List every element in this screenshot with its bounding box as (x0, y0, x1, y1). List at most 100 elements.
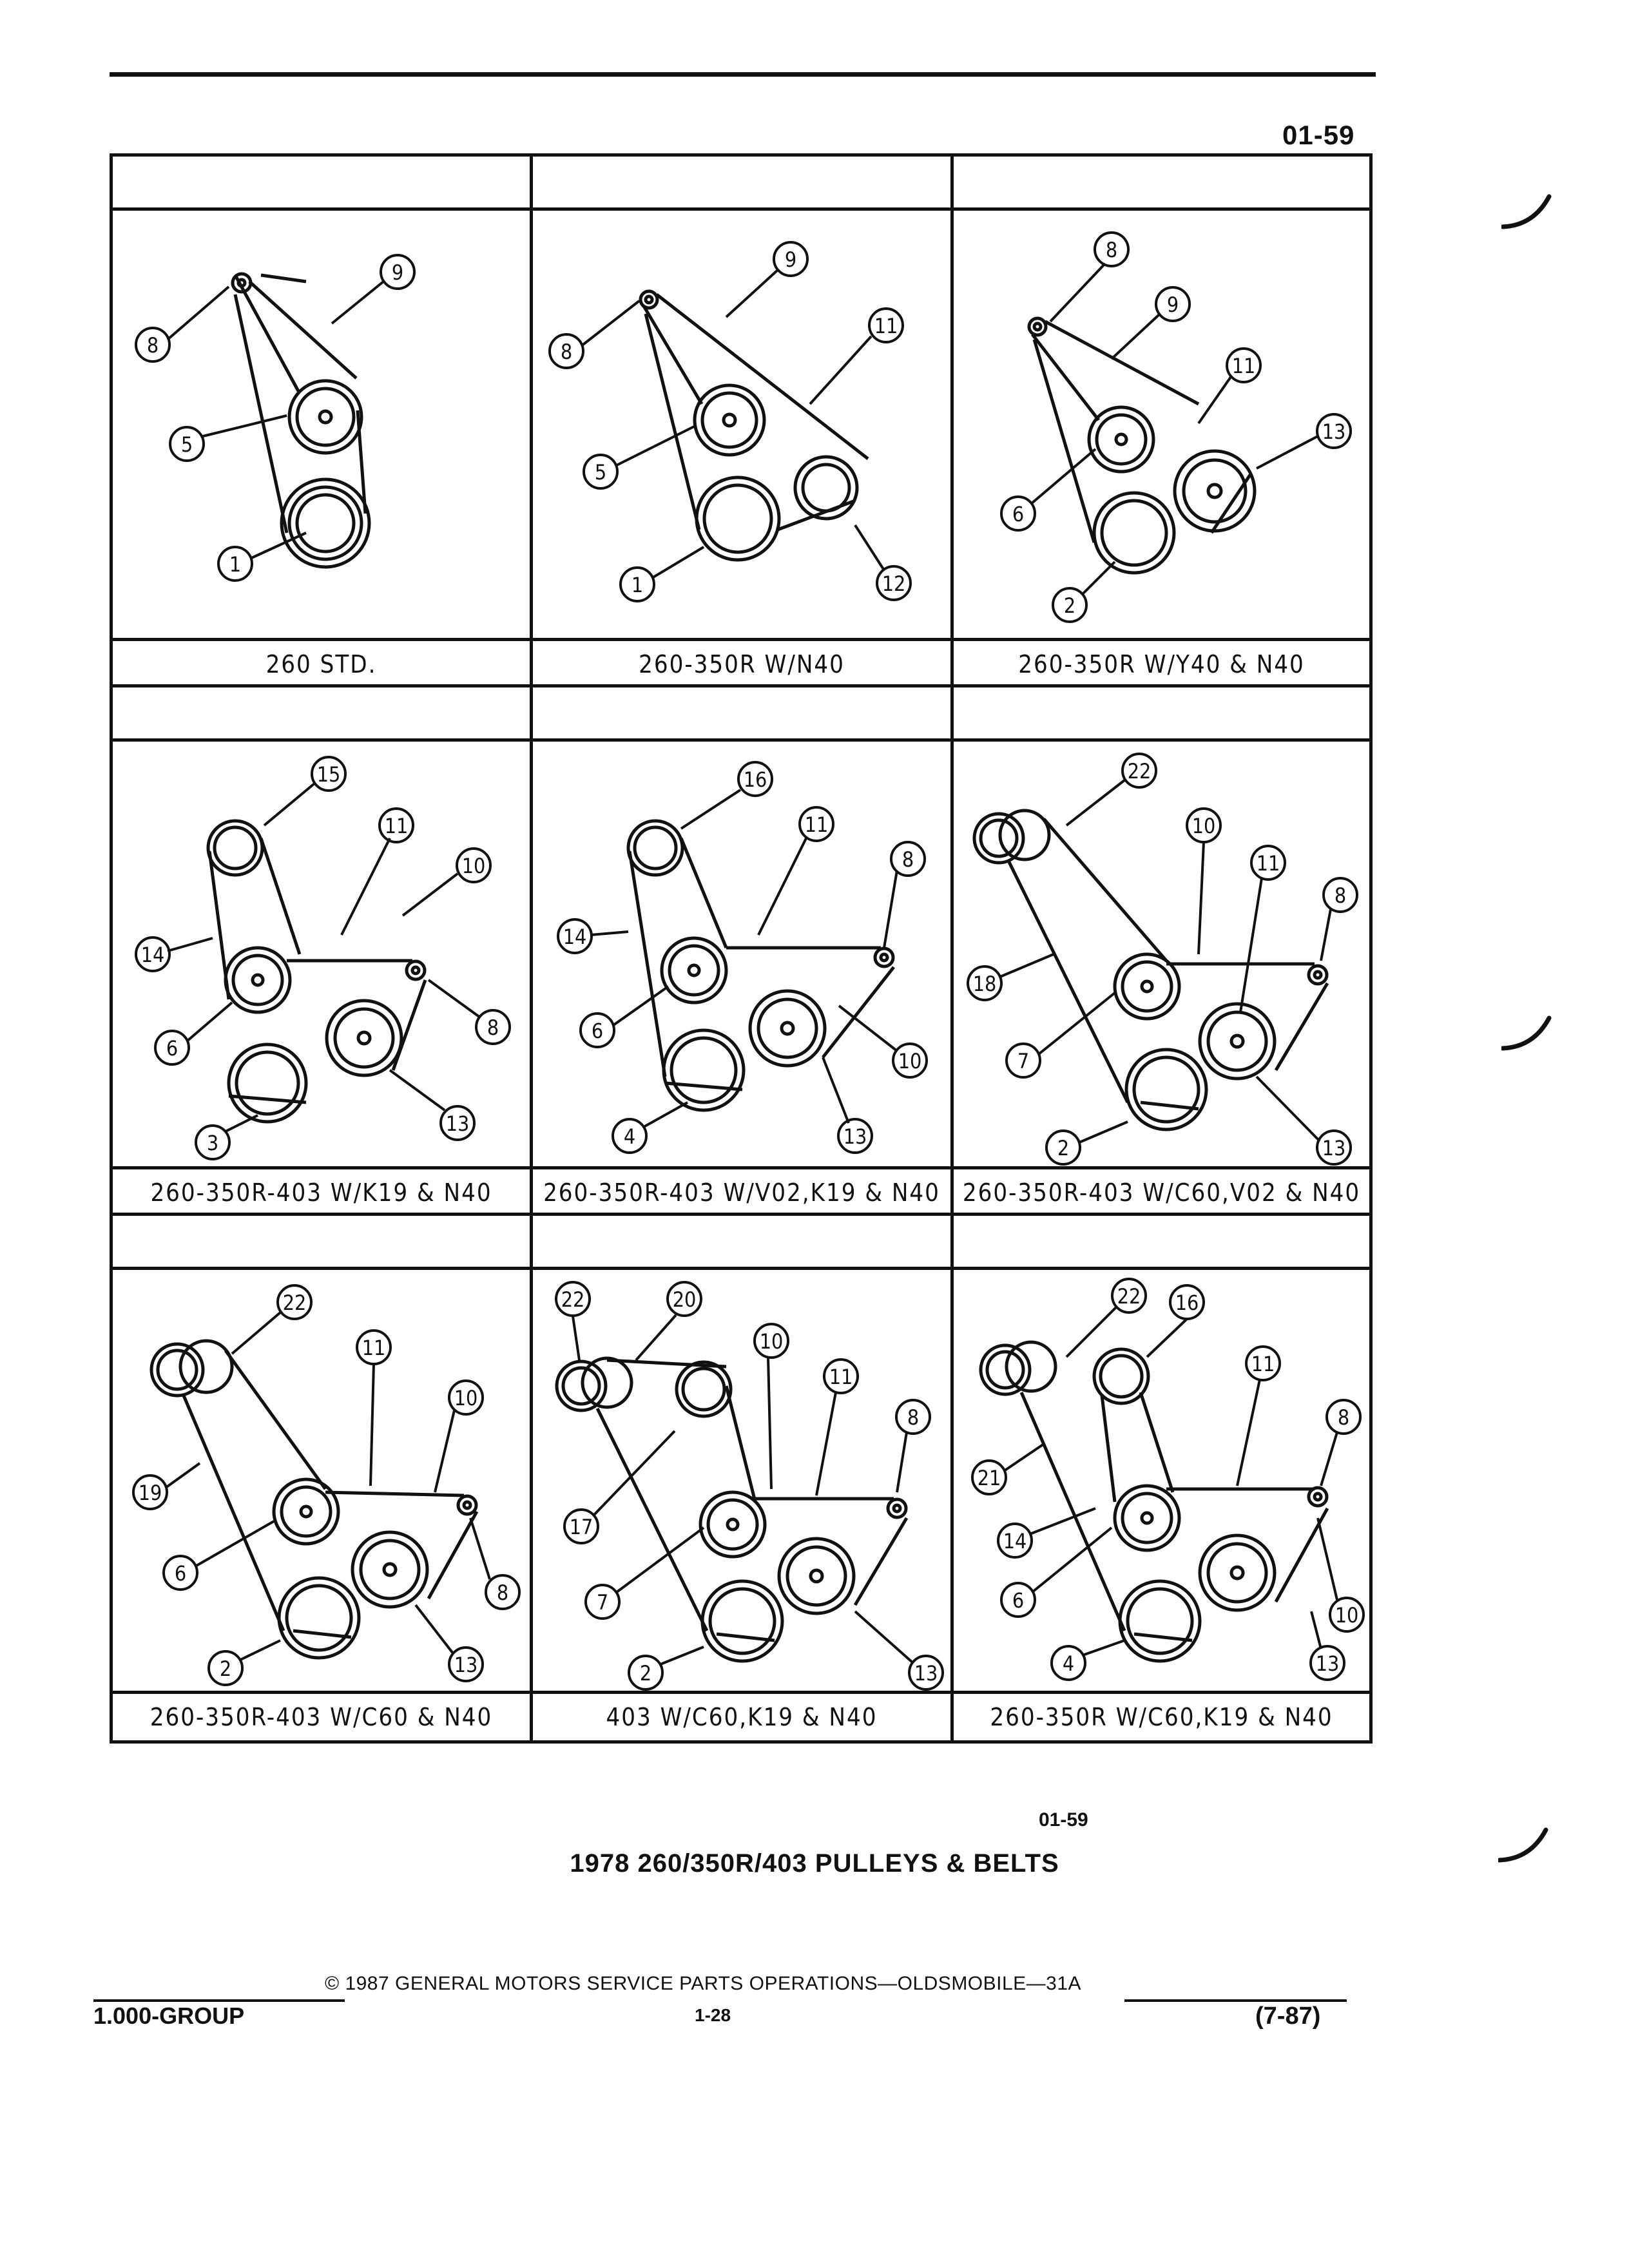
belt-diagram: 9 8 5 1 (113, 211, 530, 635)
callout-label: 5 (595, 460, 606, 485)
callout-label: 13 (454, 1653, 478, 1677)
callout-label: 19 (139, 1481, 162, 1505)
cell-header (113, 157, 530, 211)
diagram-caption: 260-350R-403 W/C60,V02 & N40 (954, 1166, 1369, 1216)
callout-label: 7 (597, 1590, 608, 1615)
cell-header (113, 687, 530, 742)
callout-label: 8 (1335, 883, 1346, 908)
binder-mark-1 (1501, 194, 1552, 229)
callout-label: 8 (1106, 238, 1117, 262)
callout-label: 13 (1322, 1136, 1346, 1160)
callout-label: 11 (829, 1365, 853, 1389)
diagram-caption: 260-350R W/Y40 & N40 (954, 638, 1369, 687)
page-number: 1-28 (695, 2005, 731, 2025)
callout-label: 13 (914, 1661, 938, 1686)
diagram-caption: 260-350R W/C60,K19 & N40 (954, 1691, 1369, 1740)
belt-diagram: 22 16 11 8 21 14 6 10 4 13 (954, 1270, 1369, 1695)
page-code-top: 01-59 (1282, 120, 1355, 150)
callout-label: 17 (570, 1515, 593, 1539)
diagram-cell-1: 9 8 5 1 260 STD. (113, 157, 533, 687)
callout-label: 2 (220, 1657, 231, 1681)
callout-label: 9 (392, 260, 403, 285)
callout-label: 15 (317, 762, 341, 787)
cell-header (533, 157, 950, 211)
callout-label: 1 (229, 552, 241, 577)
callout-label: 20 (673, 1287, 697, 1312)
callout-label: 18 (973, 972, 997, 996)
diagram-cell-3: 8 9 11 13 6 2 260-350R W/Y40 & N40 (954, 157, 1369, 687)
callout-label: 10 (1335, 1603, 1359, 1628)
diagram-caption: 260-350R-403 W/K19 & N40 (113, 1166, 530, 1216)
callout-label: 11 (1257, 851, 1280, 876)
callout-label: 22 (561, 1287, 585, 1312)
diagram-cell-4: 15 11 10 14 6 8 3 13 260-350R-403 W/K19 … (113, 687, 533, 1216)
callout-label: 9 (1167, 293, 1179, 317)
callout-label: 22 (283, 1291, 307, 1315)
callout-label: 13 (446, 1111, 470, 1136)
callout-label: 8 (497, 1581, 508, 1605)
callout-label: 22 (1128, 759, 1152, 783)
callout-label: 9 (785, 247, 796, 272)
cell-header (533, 687, 950, 742)
belt-diagram: 15 11 10 14 6 8 3 13 (113, 742, 530, 1166)
page-title: 1978 260/350R/403 PULLEYS & BELTS (570, 1849, 1059, 1878)
callout-label: 5 (181, 432, 193, 457)
callout-label: 10 (1192, 814, 1216, 838)
cell-header (113, 1216, 530, 1270)
diagram-cell-7: 22 11 10 19 6 8 2 13 260-350R-403 W/C60 … (113, 1216, 533, 1740)
cell-header (954, 1216, 1369, 1270)
callout-label: 22 (1117, 1284, 1141, 1309)
callout-label: 2 (640, 1661, 651, 1686)
callout-label: 10 (454, 1386, 478, 1410)
callout-label: 13 (1316, 1651, 1340, 1676)
footer-rule-right (1124, 1999, 1347, 2002)
callout-label: 6 (1012, 1588, 1024, 1613)
belt-diagram: 22 20 10 11 8 17 7 2 13 (533, 1270, 950, 1695)
diagram-caption: 260-350R-403 W/V02,K19 & N40 (533, 1166, 950, 1216)
cell-header (533, 1216, 950, 1270)
belt-diagram: 22 11 10 19 6 8 2 13 (113, 1270, 530, 1695)
diagram-cell-8: 22 20 10 11 8 17 7 2 13 403 W/C60,K19 & … (533, 1216, 954, 1740)
callout-label: 8 (907, 1405, 919, 1430)
callout-label: 11 (385, 814, 409, 838)
callout-label: 13 (843, 1124, 867, 1149)
callout-label: 10 (760, 1329, 784, 1354)
callout-label: 8 (487, 1015, 499, 1040)
callout-label: 6 (166, 1036, 178, 1061)
callout-label: 8 (561, 340, 572, 364)
callout-label: 11 (1251, 1352, 1275, 1376)
callout-label: 10 (462, 854, 486, 878)
callout-label: 11 (874, 314, 898, 338)
callout-label: 16 (1175, 1291, 1199, 1315)
callout-label: 3 (207, 1131, 218, 1155)
callout-label: 4 (1063, 1651, 1074, 1676)
row-divider (113, 1213, 1369, 1216)
belt-diagram: 22 10 11 8 18 7 2 13 (954, 742, 1369, 1166)
callout-label: 13 (1322, 419, 1346, 444)
diagram-caption: 403 W/C60,K19 & N40 (533, 1691, 950, 1740)
belt-diagram: 16 11 8 14 6 10 4 13 (533, 742, 950, 1166)
diagram-cell-2: 9 11 8 5 1 12 260-350R W/N40 (533, 157, 954, 687)
callout-label: 11 (1232, 354, 1256, 378)
top-rule (110, 72, 1376, 77)
callout-label: 14 (1003, 1529, 1027, 1553)
footer-rule-left (93, 1999, 345, 2002)
callout-label: 16 (744, 767, 767, 792)
callout-label: 6 (175, 1561, 186, 1586)
diagram-cell-5: 16 11 8 14 6 10 4 13 260-350R-403 W/V02,… (533, 687, 954, 1216)
diagram-grid: 9 8 5 1 260 STD. 9 11 8 5 1 (110, 153, 1373, 1744)
callout-label: 11 (362, 1336, 386, 1360)
diagram-cell-9: 22 16 11 8 21 14 6 10 4 13 260-350R W/C6… (954, 1216, 1369, 1740)
cell-header (954, 687, 1369, 742)
page-code-bottom: 01-59 (1039, 1809, 1088, 1831)
revision-date: (7-87) (1255, 2003, 1321, 2030)
callout-label: 14 (563, 925, 587, 949)
callout-label: 2 (1057, 1136, 1069, 1160)
callout-label: 21 (978, 1466, 1001, 1490)
callout-label: 6 (1012, 502, 1024, 526)
callout-label: 4 (624, 1124, 635, 1149)
callout-label: 12 (882, 572, 906, 596)
callout-label: 10 (898, 1049, 922, 1073)
callout-label: 6 (592, 1019, 603, 1043)
row-divider (113, 684, 1369, 687)
